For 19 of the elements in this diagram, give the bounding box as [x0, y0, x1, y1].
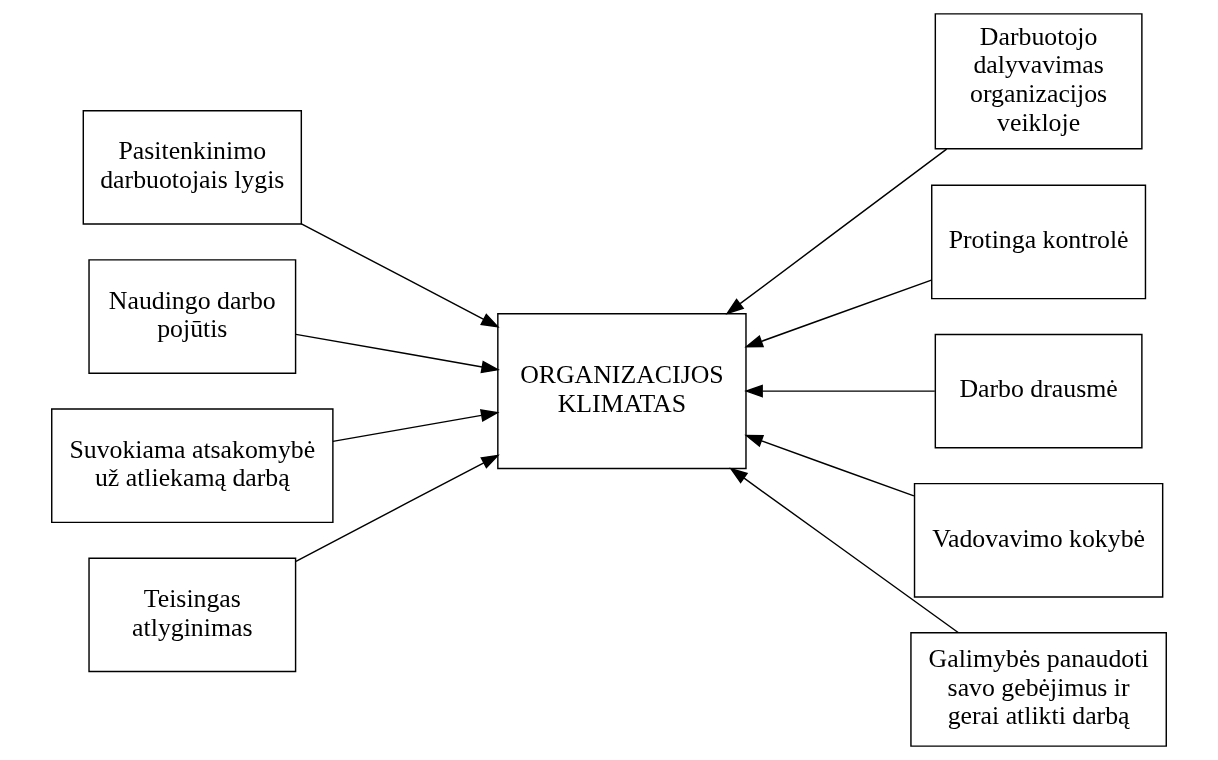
- arrow: [744, 384, 936, 398]
- arrow: [744, 434, 915, 497]
- arrow: [295, 333, 500, 374]
- arrow: [332, 409, 500, 443]
- node-box: Galimybės panaudoti savo gebėjimus ir gerai atlikti darbą: [910, 632, 1167, 747]
- node-box: ORGANIZACIJOS KLIMATAS: [497, 312, 747, 470]
- node-box: Suvokiama atsakomybė už atliekamą darbą: [51, 408, 334, 524]
- node-box: Teisingas atlyginimas: [88, 557, 297, 673]
- node-box: Pasitenkinimo darbuotojais lygis: [82, 109, 303, 225]
- node-box: Darbo drausmė: [934, 333, 1143, 449]
- node-box: Vadovavimo kokybė: [913, 482, 1164, 598]
- arrow: [729, 467, 959, 634]
- arrow: [725, 148, 948, 315]
- node-box: Naudingo darbo pojūtis: [88, 259, 297, 374]
- node-box: Protinga kontrolė: [931, 184, 1147, 300]
- node-box: Darbuotojo dalyvavimas organizacijos veikloje: [934, 13, 1143, 150]
- arrow: [295, 454, 500, 562]
- arrow: [744, 279, 933, 348]
- arrow: [300, 223, 500, 328]
